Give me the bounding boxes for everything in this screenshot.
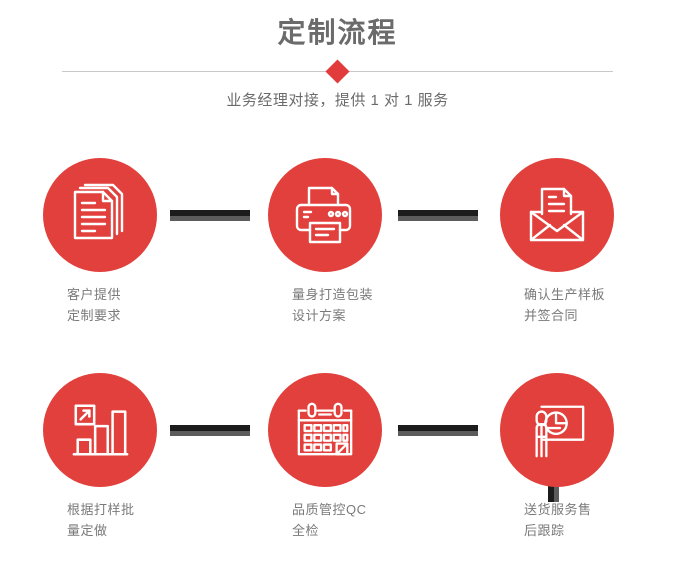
flow-step-4[interactable]: 根据打样批 量定做: [0, 363, 213, 578]
connector-step5-step6: [398, 425, 478, 436]
connector-gray-segment: [170, 216, 250, 221]
connector-dark-segment: [170, 425, 250, 431]
connector-gray-segment: [170, 431, 250, 436]
envelope-document-icon: [500, 158, 614, 272]
presenter-pie-chart-icon: [500, 373, 614, 487]
flow-step-5-label: 品质管控QC 全检: [292, 502, 367, 538]
connector-step2-step3: [398, 210, 478, 221]
flow-step-1-label: 客户提供 定制要求: [67, 287, 122, 323]
process-flow-diagram: 客户提供 定制要求: [0, 130, 675, 550]
flow-step-6[interactable]: 送货服务售 后跟踪: [445, 363, 670, 578]
flow-row-2: 根据打样批 量定做: [0, 363, 675, 578]
flow-step-2[interactable]: 量身打造包装 设计方案: [213, 148, 438, 363]
diamond-icon: [325, 58, 350, 84]
flow-step-6-label: 送货服务售 后跟踪: [524, 502, 592, 538]
connector-gray-segment: [398, 216, 478, 221]
connector-step1-step2: [170, 210, 250, 221]
connector-dark-segment: [398, 425, 478, 431]
flow-step-2-label: 量身打造包装 设计方案: [292, 287, 374, 323]
documents-icon: [43, 158, 157, 272]
connector-gray-segment: [398, 431, 478, 436]
flow-step-3[interactable]: 确认生产样板 并签合同: [445, 148, 670, 363]
flow-step-1[interactable]: 客户提供 定制要求: [0, 148, 213, 363]
flow-step-4-label: 根据打样批 量定做: [67, 502, 135, 538]
connector-dark-segment: [398, 210, 478, 216]
calendar-icon: [268, 373, 382, 487]
title-divider: [62, 58, 613, 84]
page-title: 定制流程: [277, 17, 398, 48]
bar-chart-growth-icon: [43, 373, 157, 487]
connector-dark-segment: [170, 210, 250, 216]
flow-row-1: 客户提供 定制要求: [0, 148, 675, 363]
flow-step-3-label: 确认生产样板 并签合同: [524, 287, 606, 323]
connector-step4-step5: [170, 425, 250, 436]
page-header: 定制流程 业务经理对接，提供 1 对 1 服务: [0, 0, 675, 130]
printer-icon: [268, 158, 382, 272]
page-subtitle: 业务经理对接，提供 1 对 1 服务: [226, 92, 449, 109]
flow-step-5[interactable]: 品质管控QC 全检: [213, 363, 438, 578]
